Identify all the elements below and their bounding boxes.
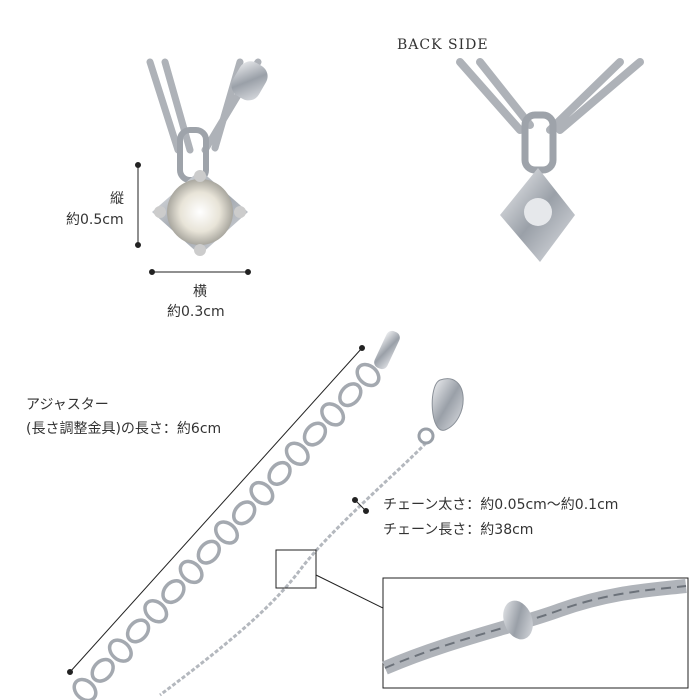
adjuster-title: アジャスター (26, 397, 109, 413)
extender-link (320, 402, 346, 427)
extender-link (161, 579, 186, 605)
zoom-connector-line (315, 574, 384, 609)
adjuster-length: (長さ調整金具)の長さ：約6cm (26, 421, 222, 437)
front-pendant-photo (146, 58, 268, 256)
necklace-chain (159, 441, 428, 697)
width-value: 約0.3cm (167, 304, 225, 320)
lobster-clasp (374, 330, 464, 445)
back-pendant-photo (456, 58, 644, 262)
zoom-region-box (275, 549, 317, 589)
extender-link (302, 421, 328, 447)
extender-link (143, 599, 169, 624)
extender-link (355, 362, 381, 388)
extender-link (338, 382, 363, 408)
height-dimension-line (135, 162, 141, 248)
adjuster-dimension-line (67, 345, 365, 675)
extender-link (125, 618, 151, 644)
extender-link (213, 520, 240, 545)
extender-link (267, 460, 292, 486)
width-label: 横 (193, 284, 207, 300)
height-value: 約0.5cm (66, 212, 124, 228)
extender-chain (72, 362, 381, 700)
chain-thickness: チェーン太さ：約0.05cm〜約0.1cm (383, 497, 619, 513)
chain-closeup-inset (382, 577, 689, 689)
extender-link (107, 638, 133, 663)
extender-link (231, 500, 257, 526)
extender-link (72, 677, 98, 700)
extender-link (90, 657, 115, 683)
extender-link (249, 480, 275, 506)
height-label: 縦 (110, 191, 124, 207)
width-dimension-line (149, 269, 251, 275)
back-side-label: BACK SIDE (397, 37, 489, 53)
extender-link (284, 441, 310, 466)
chain-thickness-marker (352, 497, 369, 514)
extender-link (178, 559, 204, 585)
chain-strand (159, 441, 428, 697)
chain-length: チェーン長さ：約38cm (383, 522, 534, 538)
extender-link (196, 539, 222, 565)
